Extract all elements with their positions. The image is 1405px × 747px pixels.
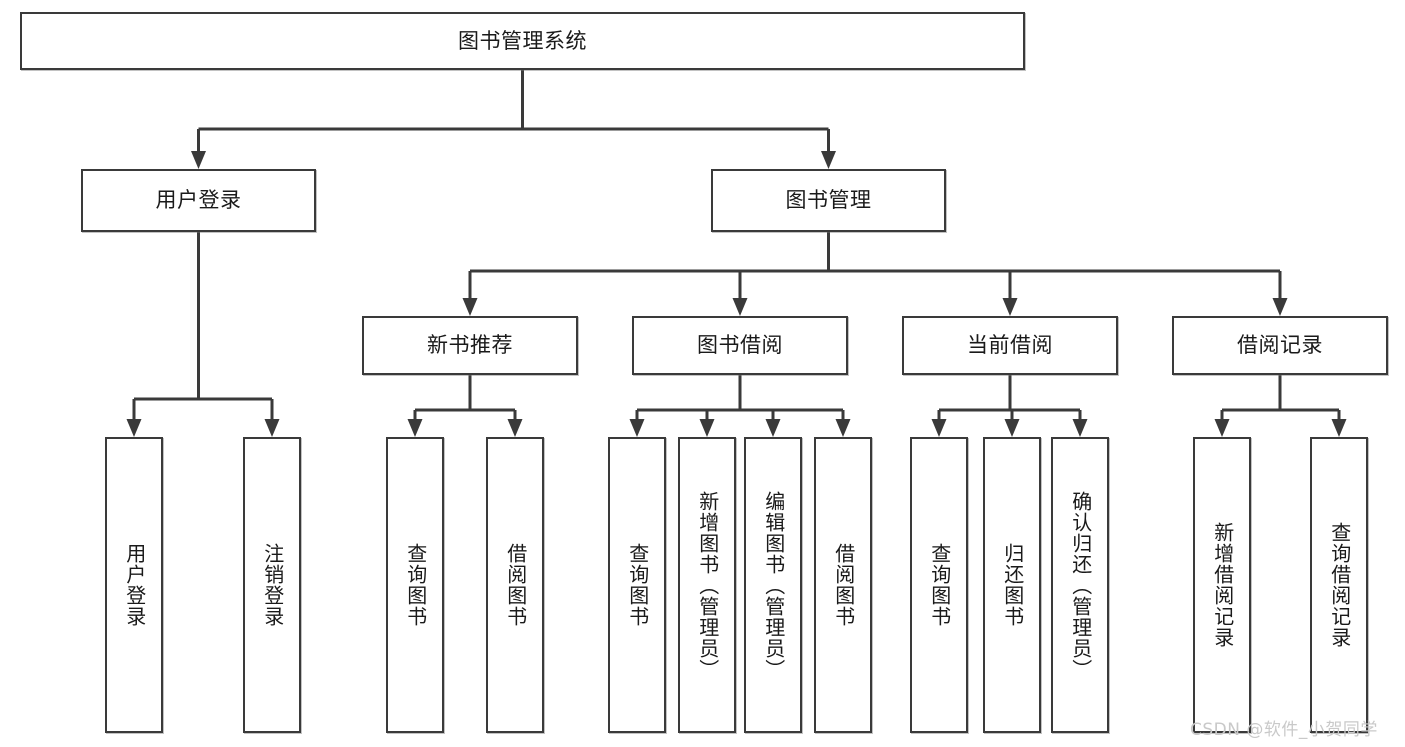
arrowhead-icon-leaf-login-1 [126, 419, 142, 437]
node-label-leaf-borrow-2: 新增图书（管理员） [695, 490, 720, 680]
node-leaf-login-2[interactable]: 注销登录 [243, 437, 301, 733]
node-label-newbook: 新书推荐 [427, 333, 513, 358]
node-label-leaf-new-2: 借阅图书 [503, 543, 528, 627]
arrowhead-icon-login [191, 151, 206, 169]
node-leaf-login-1[interactable]: 用户登录 [105, 437, 163, 733]
node-leaf-borrow-3[interactable]: 编辑图书（管理员） [744, 437, 802, 733]
node-leaf-new-1[interactable]: 查询图书 [386, 437, 444, 733]
arrowhead-icon-leaf-borrow-3 [765, 419, 781, 437]
node-leaf-borrow-4[interactable]: 借阅图书 [814, 437, 872, 733]
node-label-bookmgmt: 图书管理 [785, 188, 872, 213]
node-label-leaf-rec-2: 查询借阅记录 [1327, 522, 1352, 648]
node-label-root: 图书管理系统 [458, 28, 587, 53]
node-label-login: 用户登录 [155, 188, 242, 213]
arrowhead-icon-leaf-borrow-2 [699, 419, 715, 437]
arrowhead-icon-newbook [462, 298, 478, 316]
node-root[interactable]: 图书管理系统 [20, 12, 1025, 70]
node-label-leaf-borrow-4: 借阅图书 [831, 543, 856, 627]
node-leaf-cur-3[interactable]: 确认归还（管理员） [1051, 437, 1109, 733]
node-label-current: 当前借阅 [967, 333, 1053, 358]
node-leaf-cur-1[interactable]: 查询图书 [910, 437, 968, 733]
node-label-leaf-cur-3: 确认归还（管理员） [1068, 490, 1093, 680]
node-login[interactable]: 用户登录 [81, 169, 316, 232]
arrowhead-icon-leaf-rec-2 [1331, 419, 1347, 437]
arrowhead-icon-borrow [732, 298, 748, 316]
node-leaf-borrow-1[interactable]: 查询图书 [608, 437, 666, 733]
node-label-records: 借阅记录 [1237, 333, 1323, 358]
arrowhead-icon-leaf-rec-1 [1214, 419, 1230, 437]
node-label-borrow: 图书借阅 [697, 333, 783, 358]
node-label-leaf-cur-2: 归还图书 [1000, 543, 1025, 627]
arrowhead-icon-leaf-login-2 [264, 419, 280, 437]
arrowhead-icon-leaf-new-2 [507, 419, 523, 437]
node-bookmgmt[interactable]: 图书管理 [711, 169, 946, 232]
node-leaf-rec-2[interactable]: 查询借阅记录 [1310, 437, 1368, 733]
node-records[interactable]: 借阅记录 [1172, 316, 1388, 375]
arrowhead-icon-leaf-borrow-1 [629, 419, 645, 437]
node-label-leaf-borrow-1: 查询图书 [625, 543, 650, 627]
arrowhead-icon-leaf-borrow-4 [835, 419, 851, 437]
arrowhead-icon-records [1272, 298, 1288, 316]
arrowhead-icon-bookmgmt [821, 151, 836, 169]
node-label-leaf-rec-1: 新增借阅记录 [1210, 522, 1235, 648]
arrowhead-icon-leaf-cur-1 [931, 419, 947, 437]
node-newbook[interactable]: 新书推荐 [362, 316, 578, 375]
node-label-leaf-login-2: 注销登录 [260, 543, 285, 627]
node-label-leaf-login-1: 用户登录 [122, 543, 147, 627]
arrowhead-icon-leaf-cur-2 [1004, 419, 1020, 437]
node-leaf-new-2[interactable]: 借阅图书 [486, 437, 544, 733]
arrowhead-icon-leaf-new-1 [407, 419, 423, 437]
node-leaf-borrow-2[interactable]: 新增图书（管理员） [678, 437, 736, 733]
node-leaf-cur-2[interactable]: 归还图书 [983, 437, 1041, 733]
node-label-leaf-new-1: 查询图书 [403, 543, 428, 627]
node-label-leaf-cur-1: 查询图书 [927, 543, 952, 627]
node-label-leaf-borrow-3: 编辑图书（管理员） [761, 490, 786, 680]
arrowhead-icon-leaf-cur-3 [1072, 419, 1088, 437]
node-borrow[interactable]: 图书借阅 [632, 316, 848, 375]
arrowhead-icon-current [1002, 298, 1018, 316]
node-leaf-rec-1[interactable]: 新增借阅记录 [1193, 437, 1251, 733]
node-current[interactable]: 当前借阅 [902, 316, 1118, 375]
